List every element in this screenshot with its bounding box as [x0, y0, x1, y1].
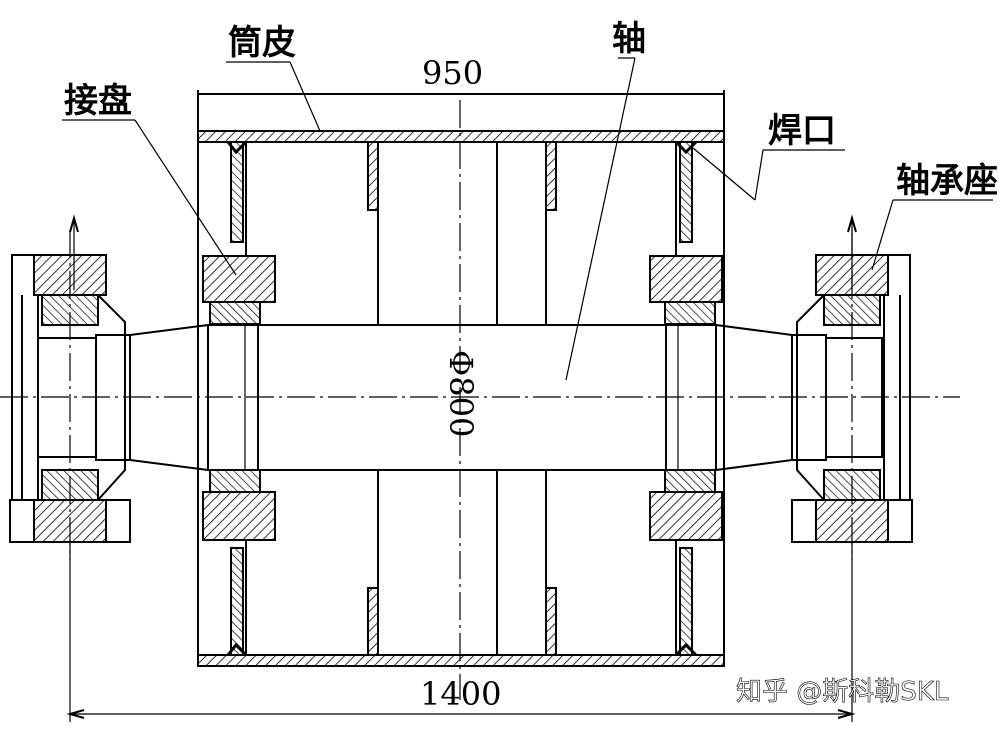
drum-shell — [197, 90, 725, 667]
leader-lines — [62, 57, 993, 381]
label-shaft: 轴 — [612, 19, 646, 59]
label-shell: 筒皮 — [228, 23, 296, 63]
label-bearing-seat: 轴承座 — [896, 161, 998, 201]
watermark: 知乎 @斯科勒SKL — [736, 677, 949, 707]
dim-shaft-diameter: Φ800 — [442, 350, 480, 437]
hub-blocks — [202, 255, 723, 541]
dimension-lines — [66, 540, 856, 722]
dim-shell-length: 950 — [422, 54, 483, 92]
label-hub: 接盘 — [64, 81, 132, 121]
dim-bearing-span: 1400 — [420, 675, 501, 713]
stiffener-rings — [367, 141, 557, 656]
end-disks — [226, 140, 698, 657]
center-lines — [0, 100, 960, 700]
right-bearing-seat — [791, 214, 913, 543]
label-weld: 焊口 — [768, 111, 836, 151]
